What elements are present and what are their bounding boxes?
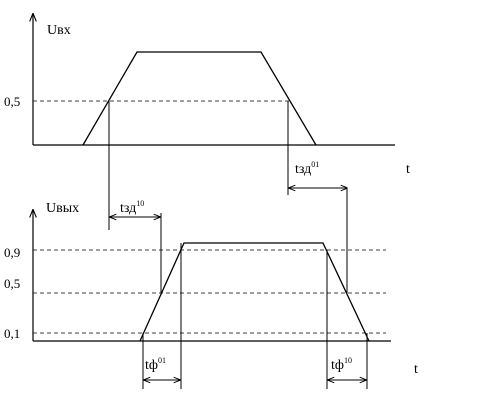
level-09-label: 0,9 [4,245,20,260]
input-y-label: Uвх [47,23,71,38]
delay-01-label: tзд01 [295,160,319,177]
output-y-label: Uвых [46,201,79,216]
output-graph: Uвых t 0,9 0,5 0,1 tзд10 tф01 tф10 [4,188,418,389]
output-pulse [139,242,370,342]
input-pulse [82,51,317,146]
input-graph: Uвх t 0,5 tзд01 [4,14,410,230]
input-x-label: t [406,162,410,177]
level-05-label: 0,5 [4,276,20,291]
rise-time-label: tф01 [145,356,166,373]
output-x-label: t [414,362,418,377]
delay-10-label: tзд10 [120,199,144,216]
level-01-label: 0,1 [4,326,20,341]
fall-time-label: tф10 [331,356,352,373]
input-half-level-label: 0,5 [4,94,20,109]
